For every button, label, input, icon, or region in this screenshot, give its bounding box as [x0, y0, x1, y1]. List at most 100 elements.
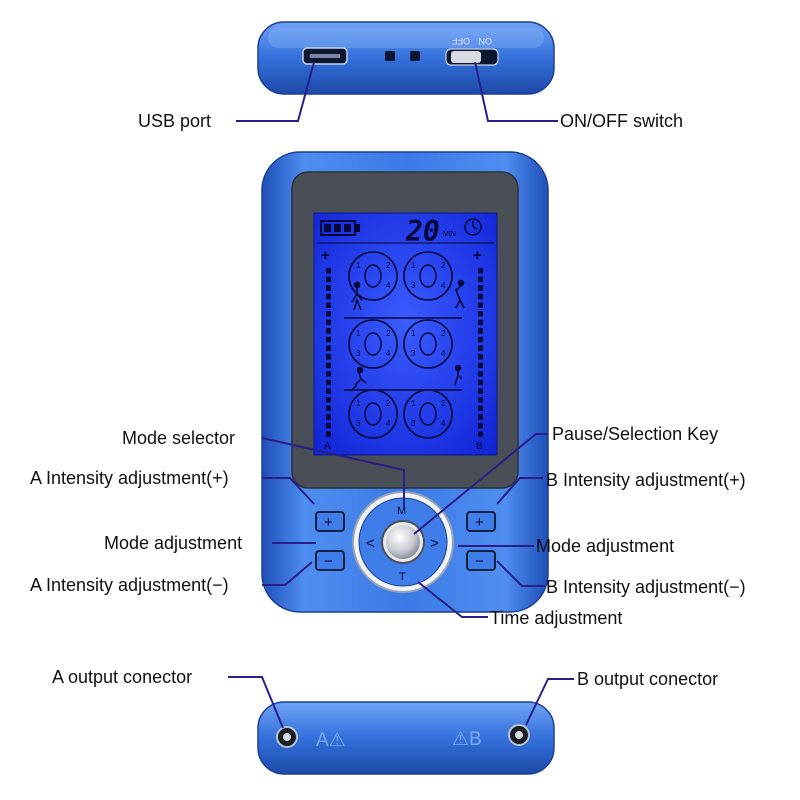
- mode-number: 3: [411, 349, 416, 358]
- intensity-segment: [478, 276, 483, 283]
- leader-lines: [228, 61, 574, 729]
- battery-icon: [320, 220, 360, 236]
- clock-icon: [464, 218, 482, 236]
- intensity-segment: [478, 311, 483, 317]
- body-part-icon: [419, 264, 437, 288]
- intensity-segment: [326, 293, 331, 300]
- intensity-segment: [478, 319, 483, 326]
- intensity-segment: [326, 397, 331, 403]
- intensity-segment: [478, 328, 483, 334]
- connector-a-text: A⚠: [316, 730, 346, 751]
- a-intensity-plus-button[interactable]: +: [315, 511, 345, 532]
- intensity-segment: [326, 302, 331, 308]
- intensity-segment: [478, 268, 483, 274]
- mode-number: 3: [411, 419, 416, 428]
- connector-b-text: ⚠B: [452, 729, 482, 750]
- mode-number: 2: [441, 261, 446, 270]
- mode-circle-outline: [403, 319, 453, 369]
- indicator-holes: [385, 51, 420, 61]
- b-intensity-plus-button[interactable]: +: [466, 511, 496, 532]
- intensity-segment: [478, 345, 483, 351]
- label-a-output-connector: A output conector: [52, 667, 193, 687]
- mode-number: 2: [441, 399, 446, 408]
- switch-off-text: OFF: [452, 36, 470, 46]
- mode-number: 2: [386, 329, 391, 338]
- mode-number: 3: [356, 419, 361, 428]
- bottom-cap: [257, 701, 555, 775]
- a-output-connector[interactable]: [276, 726, 298, 748]
- mode-number: 1: [356, 399, 361, 408]
- b-output-connector[interactable]: [508, 724, 530, 746]
- nav-mode-key[interactable]: M: [397, 505, 406, 517]
- mode-number: 4: [441, 419, 446, 428]
- intensity-segment: [478, 397, 483, 403]
- label-b-intensity-plus: B Intensity adjustment(+): [546, 470, 746, 490]
- pause-selection-key[interactable]: [381, 520, 425, 564]
- mode-circle-outline: [403, 251, 453, 301]
- intensity-segment: [326, 354, 331, 360]
- intensity-segment: [478, 362, 483, 369]
- mode-circle-outline: [348, 251, 398, 301]
- b-intensity-minus-button[interactable]: −: [466, 550, 496, 571]
- a-intensity-minus-button[interactable]: −: [315, 550, 345, 571]
- a-minus-label: −: [324, 553, 333, 570]
- mode-number: 1: [356, 261, 361, 270]
- body-part-icon: [419, 402, 437, 426]
- switch-on-text: ON: [479, 36, 493, 46]
- mode-number: 2: [386, 261, 391, 270]
- mode-number: 2: [441, 329, 446, 338]
- mode-number: 1: [411, 399, 416, 408]
- mode-number: 4: [441, 349, 446, 358]
- channel-b-intensity-bar: [478, 268, 483, 437]
- mode-number: 4: [386, 281, 391, 290]
- mode-number: 1: [356, 329, 361, 338]
- intensity-segment: [326, 362, 331, 369]
- intensity-segment: [478, 371, 483, 377]
- nav-right-key[interactable]: >: [430, 535, 439, 552]
- usb-port[interactable]: [302, 47, 348, 65]
- figure-icons: [344, 279, 465, 392]
- b-plus-label: +: [475, 514, 484, 531]
- label-mode-selector: Mode selector: [122, 428, 236, 448]
- nav-time-key[interactable]: T: [399, 571, 406, 583]
- mode-number: 1: [411, 261, 416, 270]
- label-mode-adjustment-left: Mode adjustment: [104, 533, 243, 553]
- body-part-icon: [364, 332, 382, 356]
- a-plus-label: +: [324, 514, 333, 531]
- body-part-icon: [364, 402, 382, 426]
- mode-number: 3: [411, 281, 416, 290]
- intensity-segment: [478, 431, 483, 437]
- nav-left-key[interactable]: <: [366, 535, 375, 552]
- label-pause-selection-key: Pause/Selection Key: [552, 424, 719, 444]
- label-time-adjustment: Time adjustment: [490, 608, 623, 628]
- intensity-segment: [326, 336, 331, 343]
- intensity-segment: [326, 268, 331, 274]
- intensity-segment: [478, 414, 483, 420]
- mode-number: 2: [386, 399, 391, 408]
- intensity-segment: [478, 285, 483, 291]
- intensity-segment: [326, 345, 331, 351]
- top-cap: [257, 21, 555, 95]
- intensity-segment: [478, 354, 483, 360]
- intensity-segment: [326, 319, 331, 326]
- intensity-segment: [326, 405, 331, 412]
- intensity-segment: [326, 371, 331, 377]
- intensity-segment: [326, 328, 331, 334]
- on-off-switch[interactable]: [445, 48, 499, 66]
- channel-a-intensity-bar: [326, 268, 331, 437]
- label-b-output-connector: B output conector: [577, 669, 719, 689]
- label-a-intensity-plus: A Intensity adjustment(+): [30, 468, 229, 488]
- label-usb-port: USB port: [138, 111, 212, 131]
- intensity-segment: [326, 311, 331, 317]
- intensity-segment: [478, 302, 483, 308]
- mode-number: 4: [386, 349, 391, 358]
- intensity-segment: [478, 336, 483, 343]
- b-minus-label: −: [475, 553, 484, 570]
- mode-number: 3: [356, 349, 361, 358]
- label-on-off-switch: ON/OFF switch: [560, 111, 684, 131]
- intensity-segment: [478, 388, 483, 394]
- label-mode-adjustment-right: Mode adjustment: [536, 536, 675, 556]
- body-part-icon: [419, 332, 437, 356]
